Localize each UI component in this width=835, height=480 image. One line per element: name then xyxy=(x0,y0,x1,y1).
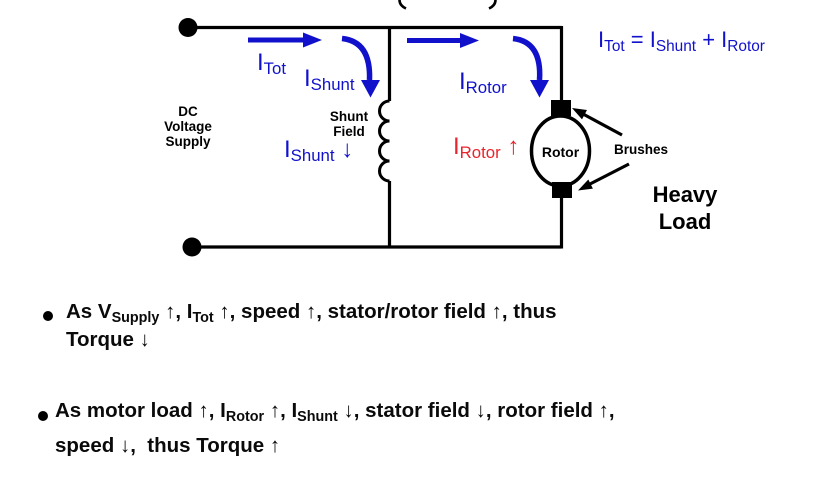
subscript: Rotor xyxy=(225,408,265,425)
text-segment: , I xyxy=(280,399,298,422)
text-segment: , I xyxy=(208,399,226,422)
text-segment: I xyxy=(453,133,460,160)
text-segment: , speed xyxy=(229,300,306,323)
shunt-field-coil xyxy=(378,99,390,183)
i-shunt-decrease-label: IShunt ↓ xyxy=(284,136,354,166)
i-rotor-feed-arrow xyxy=(407,33,479,48)
up-arrow: ↑ xyxy=(269,399,281,422)
text-segment: I xyxy=(598,27,605,52)
dc-supply-line: DC xyxy=(178,104,198,119)
cropped-paren-right xyxy=(488,0,497,10)
up-arrow: ↑ xyxy=(165,300,176,323)
text-segment: = I xyxy=(624,27,656,52)
text-segment: I xyxy=(459,68,466,95)
subscript: Supply xyxy=(111,309,160,326)
cropped-paren-left xyxy=(398,0,407,10)
text-segment: As motor load xyxy=(55,399,199,422)
subscript: Tot xyxy=(263,59,287,79)
down-arrow: ↓ xyxy=(119,434,131,457)
brushes-pointer-top xyxy=(572,108,623,137)
dc-supply-line: Supply xyxy=(165,134,211,149)
text-segment: , stator/rotor field xyxy=(316,300,492,323)
subscript: Shunt xyxy=(297,408,338,425)
down-arrow: ↓ xyxy=(475,399,486,422)
up-arrow: ↑ xyxy=(198,399,209,422)
brushes-pointer-bottom xyxy=(578,162,630,191)
bullet-marker xyxy=(43,311,53,321)
i-rotor-increase-label: IRotor ↑ xyxy=(453,133,520,163)
text-segment: As V xyxy=(66,300,112,323)
text-segment: speed xyxy=(55,434,120,457)
brush-bottom xyxy=(552,182,572,198)
subscript: Shunt xyxy=(655,38,697,55)
text-segment: + I xyxy=(696,27,728,52)
bullet-1-line-1: As VSupply ↑, ITot ↑, speed ↑, stator/ro… xyxy=(66,300,557,326)
text-segment: I xyxy=(284,136,291,163)
subscript: Shunt xyxy=(290,146,335,166)
up-arrow: ↑ xyxy=(507,133,520,160)
up-arrow: ↑ xyxy=(306,300,317,323)
subscript: Shunt xyxy=(310,75,355,95)
subscript: Tot xyxy=(192,309,214,326)
up-arrow: ↑ xyxy=(598,399,609,422)
i-shunt-branch-label: IShunt xyxy=(304,65,355,95)
heavy-load-line: Load xyxy=(658,209,712,234)
i-shunt-curve-arrow xyxy=(341,35,380,98)
heavy-load-label: Heavy Load xyxy=(635,181,735,235)
text-segment: , thus xyxy=(501,300,557,323)
i-rotor-curve-arrow xyxy=(512,35,549,98)
rotor-label: Rotor xyxy=(541,144,580,160)
text-segment: , xyxy=(608,399,615,422)
heavy-load-line: Heavy xyxy=(652,182,718,207)
bullet-2-line-1: As motor load ↑, IRotor ↑, IShunt ↓, sta… xyxy=(55,399,615,425)
shunt-field-line: Shunt xyxy=(329,109,369,124)
brushes-label: Brushes xyxy=(614,142,669,157)
bullet-marker xyxy=(38,411,48,421)
dc-supply-label: DC Voltage Supply xyxy=(148,104,228,149)
shunt-field-label: Shunt Field xyxy=(319,109,379,139)
up-arrow: ↑ xyxy=(491,300,502,323)
brush-top xyxy=(551,100,571,116)
subscript: Rotor xyxy=(465,78,507,98)
i-tot-label: ITot xyxy=(257,49,287,79)
shunt-field-line: Field xyxy=(333,124,365,139)
bullet-2-line-2: speed ↓, thus Torque ↑ xyxy=(55,434,280,459)
i-rotor-branch-label: IRotor xyxy=(459,68,507,98)
i-tot-arrow xyxy=(248,32,322,48)
subscript: Rotor xyxy=(727,38,765,55)
text-segment: Torque xyxy=(66,328,140,351)
up-arrow: ↑ xyxy=(219,300,230,323)
text-segment: , thus Torque xyxy=(130,434,270,457)
up-arrow: ↑ xyxy=(269,434,281,457)
current-equation: ITot = IShunt + IRotor xyxy=(598,27,765,55)
subscript: Tot xyxy=(604,38,625,55)
subscript: Rotor xyxy=(459,143,501,163)
text-segment: , rotor field xyxy=(485,399,599,422)
down-arrow: ↓ xyxy=(341,136,354,163)
down-arrow: ↓ xyxy=(343,399,354,422)
supply-terminal-bottom xyxy=(182,237,202,257)
down-arrow: ↓ xyxy=(139,328,150,351)
text-segment: , I xyxy=(175,300,193,323)
bullet-1-line-2: Torque ↓ xyxy=(66,328,150,353)
dc-supply-line: Voltage xyxy=(164,119,212,134)
text-segment: I xyxy=(257,49,264,76)
supply-terminal-top xyxy=(178,18,198,37)
text-segment: , stator field xyxy=(353,399,476,422)
text-segment: I xyxy=(304,65,311,92)
